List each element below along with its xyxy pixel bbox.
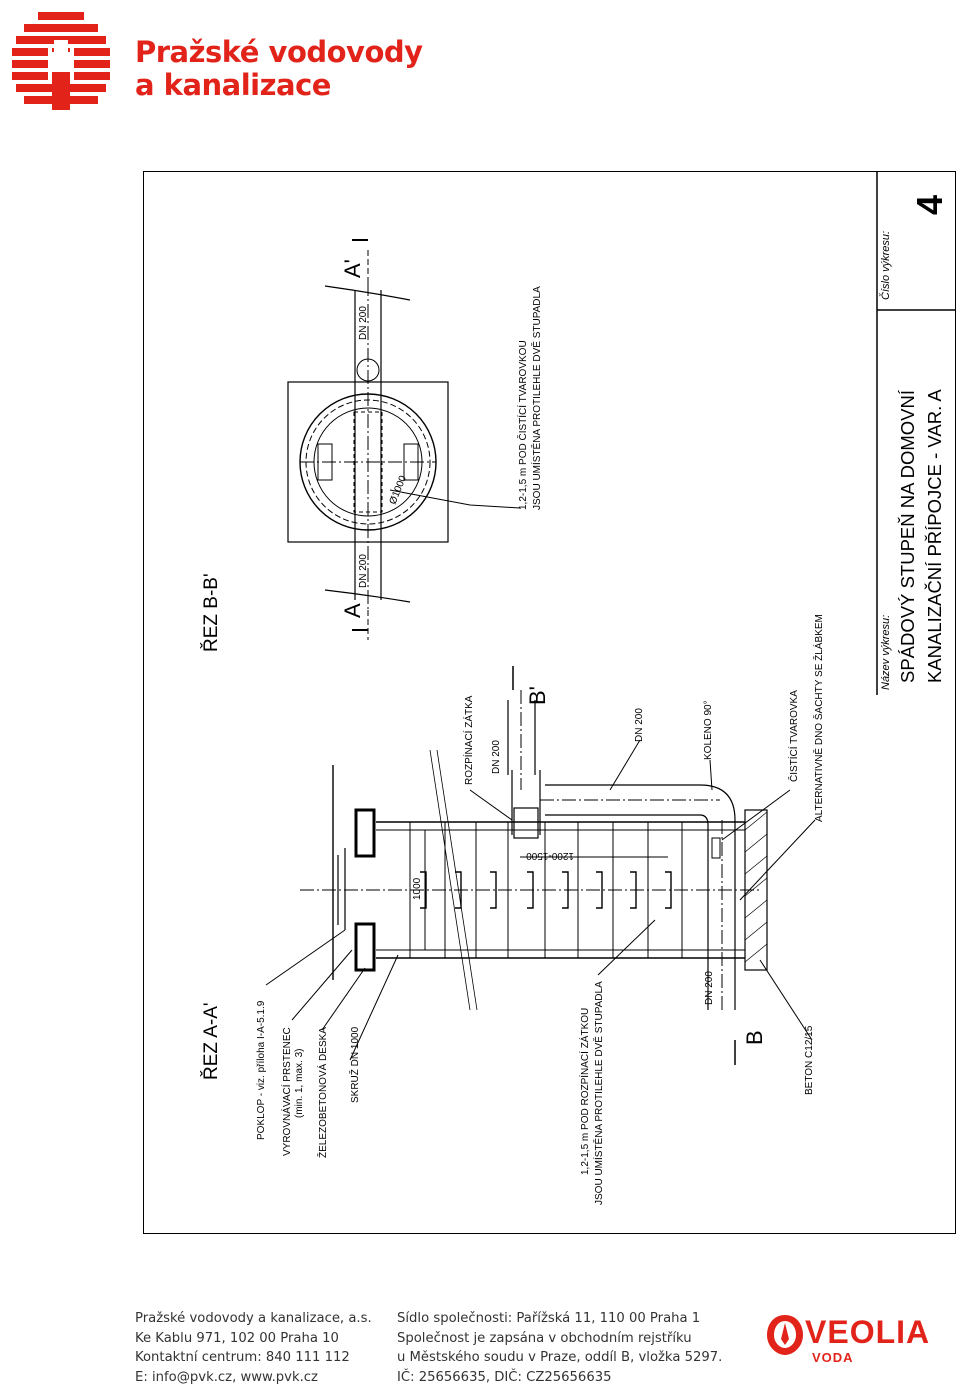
label-alternativne: ALTERNATIVNĚ DNO ŠACHTY SE ŽLÁBKEM: [812, 614, 825, 822]
title-block-line1: SPÁDOVÝ STUPEŇ NA DOMOVNÍ: [897, 389, 918, 683]
title-block-number-label: Číslo výkresu:: [879, 231, 892, 300]
label-vyrovnavaci-2: (min. 1, max. 3): [294, 1049, 305, 1118]
label-dim-1200-1500: 1200-1500: [526, 850, 574, 861]
label-b-prime: B': [525, 686, 550, 705]
section-bb-title: ŘEZ B-B': [200, 573, 222, 652]
label-beton: BETON C12/15: [804, 1025, 815, 1095]
veolia-logo-icon: [765, 1311, 805, 1357]
plan-dn200-top: DN 200: [358, 306, 369, 340]
label-poklop: POKLOP - viz. příloha I-A-5.1.9: [256, 1000, 267, 1140]
title-block-name-label: Název výkresu:: [880, 615, 892, 690]
veolia-logo-subtext: VODA: [812, 1350, 854, 1365]
footer-registration-info: Sídlo společnosti: Pařížská 11, 110 00 P…: [397, 1309, 722, 1387]
label-skruz: SKRUŽ DN 1000: [348, 1026, 361, 1103]
label-cistici: ČISTÍCÍ TVAROVKA: [787, 690, 800, 782]
footer-court: u Městského soudu v Praze, oddíl B, vlož…: [397, 1348, 722, 1368]
drawing-number: 4: [909, 195, 950, 215]
footer-contact: Kontaktní centrum: 840 111 112: [135, 1348, 372, 1368]
footer-register: Společnost je zapsána v obchodním rejstř…: [397, 1329, 722, 1349]
footer-ids: IČ: 25656635, DIČ: CZ25656635: [397, 1368, 722, 1387]
footer-email: E: info@pvk.cz, www.pvk.cz: [135, 1368, 372, 1387]
label-zatka: ROZPÍNACÍ ZÁTKA: [462, 695, 475, 785]
label-a: A: [340, 603, 365, 618]
footer-company-info: Pražské vodovody a kanalizace, a.s. Ke K…: [135, 1309, 372, 1387]
title-block-line2: KANALIZAČNÍ PŘÍPOJCE - VAR. A: [924, 389, 945, 683]
plan-note-line1: 1,2-1,5 m POD ČISTÍCÍ TVAROVKOU: [516, 340, 529, 510]
section-aa-title: ŘEZ A-A': [200, 1002, 222, 1080]
label-vyrovnavaci-1: VYROVNÁVACÍ PRSTENEC: [280, 1027, 293, 1156]
label-dn200-pipe: DN 200: [634, 708, 645, 742]
footer-address: Ke Kablu 971, 102 00 Praha 10: [135, 1329, 372, 1349]
label-koleno: KOLENO 90°: [703, 700, 714, 760]
section-note-line1: 1,2-1,5 m POD ROZPÍNACÍ ZÁTKOU: [578, 1008, 591, 1175]
label-dn200-outlet: DN 200: [704, 971, 715, 1005]
label-dim-1000: 1000: [412, 877, 423, 900]
label-b: B: [742, 1030, 767, 1045]
section-note-line2: JSOU UMÍSTĚNA PROTILEHLE DVĚ STUPADLA: [592, 981, 605, 1205]
footer-seat: Sídlo společnosti: Pařížská 11, 110 00 P…: [397, 1309, 722, 1329]
plan-dn200-bottom: DN 200: [358, 554, 369, 588]
footer-company: Pražské vodovody a kanalizace, a.s.: [135, 1309, 372, 1329]
label-a-prime: A': [340, 259, 365, 278]
label-dn200-zatka: DN 200: [491, 740, 502, 774]
plan-note-line2: JSOU UMÍSTĚNA PROTILEHLE DVĚ STUPADLA: [530, 286, 543, 510]
veolia-logo-text: VEOLIA: [805, 1314, 930, 1351]
label-deska: ŽELEZOBETONOVÁ DESKA: [316, 1027, 329, 1158]
